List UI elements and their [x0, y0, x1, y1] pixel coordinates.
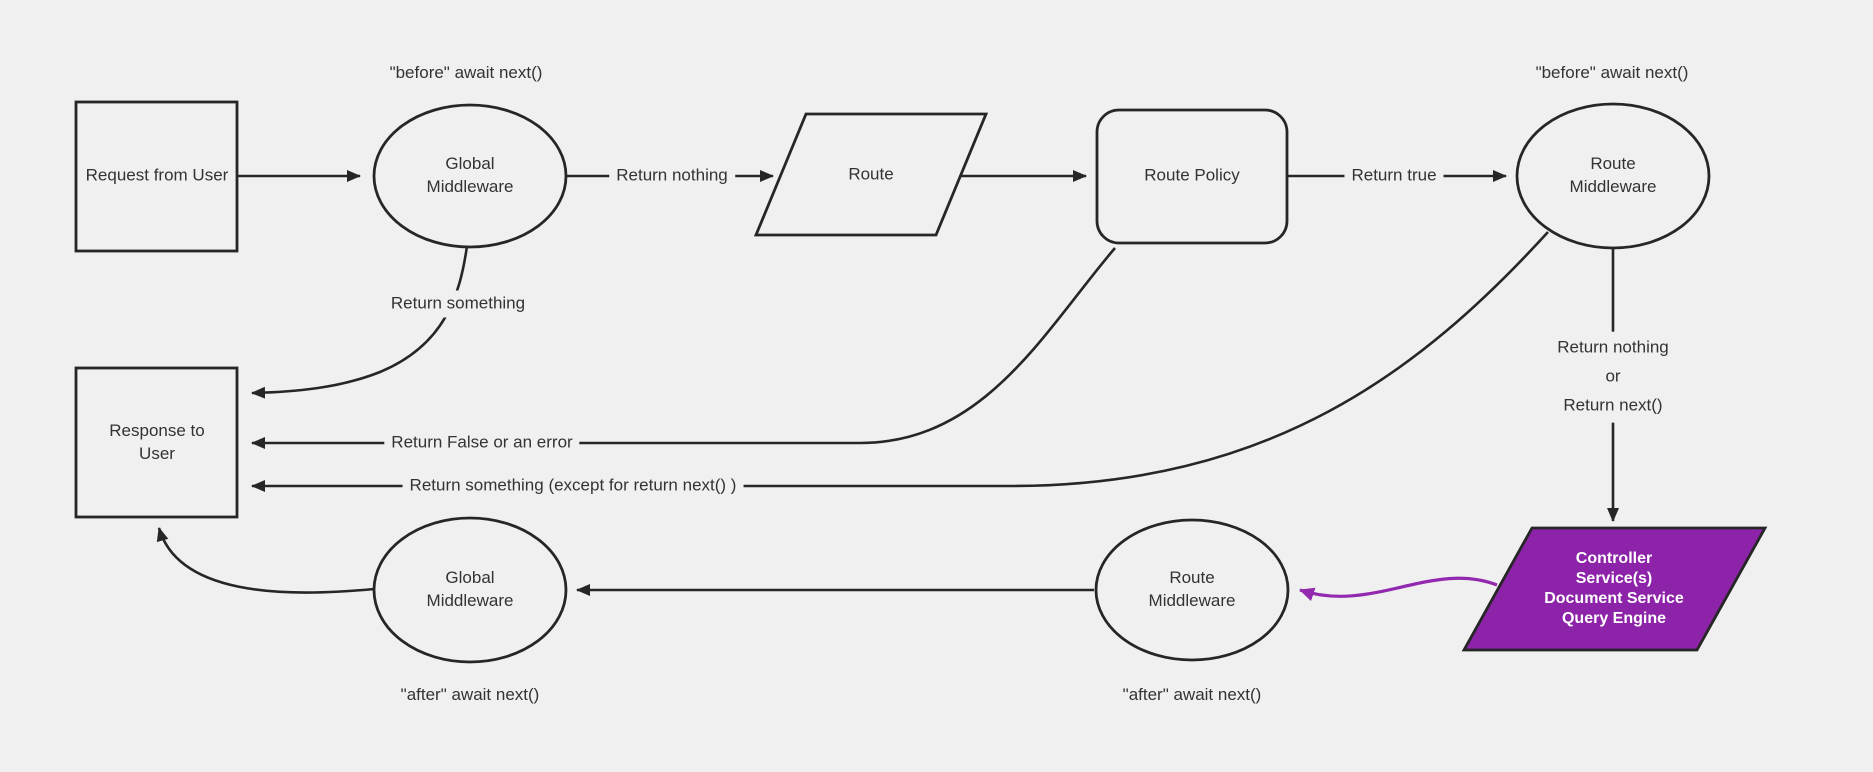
- route-middleware-bottom-node-shape: [1094, 518, 1290, 662]
- route-middleware-top-node-shape: [1515, 102, 1711, 250]
- after-await-next-label-left: "after" await next(): [400, 685, 540, 704]
- return-nothing-edge-label: Return nothing: [609, 162, 735, 190]
- return-false-or-error-edge-label: Return False or an error: [384, 429, 580, 457]
- return-true-edge-label: Return true: [1344, 162, 1444, 190]
- response-node-shape: [74, 366, 239, 519]
- global-middleware-bottom-node-shape: [372, 516, 568, 664]
- edge-route-middleware-to-response: [251, 231, 1549, 492]
- route-policy-node-shape: [1095, 108, 1289, 245]
- edge-controller-to-route-middleware-bottom: [1299, 576, 1498, 602]
- return-something-except-edge-label: Return something (except for return next…: [402, 472, 744, 500]
- return-nothing-or-next-line-2: or: [1605, 366, 1621, 386]
- return-nothing-or-next-line-1: Return nothing: [1557, 337, 1669, 357]
- before-await-next-label-right: "before" await next(): [1535, 63, 1689, 82]
- after-await-next-label-right: "after" await next(): [1122, 685, 1262, 704]
- controller-node-shape: [1461, 526, 1768, 652]
- return-something-edge-label: Return something: [383, 290, 533, 318]
- edge-route-policy-to-response: [251, 247, 1116, 449]
- edge-global-middleware-to-response: [251, 245, 469, 399]
- global-middleware-top-node-shape: [372, 103, 568, 249]
- return-nothing-or-next-line-3: Return next(): [1563, 395, 1663, 415]
- request-node-shape: [74, 100, 239, 253]
- return-nothing-or-next-edge-label: Return nothing or Return next(): [1516, 331, 1710, 423]
- route-node-shape: [753, 112, 989, 237]
- before-await-next-label-left: "before" await next(): [389, 63, 543, 82]
- edge-global-middleware-bottom-to-response: [156, 527, 375, 594]
